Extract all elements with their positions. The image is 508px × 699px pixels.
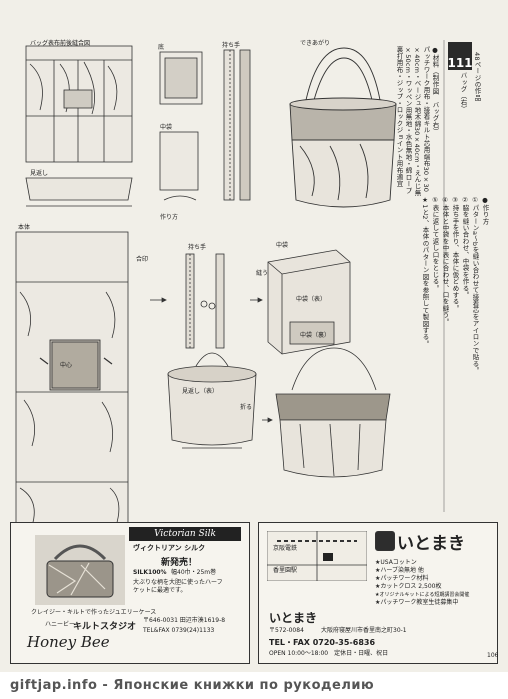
itomaki-list-5: ★オリジナルキットによる短期講習会開催 xyxy=(375,592,470,598)
handle-label: 持ち手 xyxy=(222,42,241,49)
page-number: 106 xyxy=(487,652,499,659)
facing-label: 見返し xyxy=(30,170,49,177)
itomaki-addr: 大阪府寝屋川市香里南之町30-1 xyxy=(321,627,407,634)
stitch-label: 縫う xyxy=(256,270,269,277)
header-item-name: バッグ（右） xyxy=(459,72,467,113)
method-line-2: ①パターンa〜bを縫い合わせて接着芯をアイロンで貼る。 xyxy=(471,196,479,374)
victorian-brand: Victorian Silk xyxy=(129,527,241,541)
materials-line-3: ×40cm・ベージュ地木綿30×40cm・えんじ無地 xyxy=(413,46,421,196)
jewelry-case-photo xyxy=(35,535,125,605)
itomaki-list-2: ★ハーブ染無地 他 xyxy=(375,567,424,574)
itomaki-ad: 京阪電鉄 香里園駅 いとまき ★USAコットン ★ハーブ染無地 他 ★パッチワー… xyxy=(258,522,498,664)
bag-layout-label: バッグ表布前後縫合図 xyxy=(30,40,91,47)
victorian-caption: クレイジー・キルトで作ったジュエリーケース xyxy=(31,609,157,616)
itomaki-zip: 〒572-0084 xyxy=(269,627,304,634)
project-number-badge: 111 xyxy=(447,42,473,70)
itomaki-hours: OPEN 10:00〜18:00 定休日・日曜、祝日 xyxy=(269,650,389,657)
lining-a-label: 中袋（表） xyxy=(296,296,327,303)
itomaki-list-1: ★USAコットン xyxy=(375,559,417,566)
fold-label: 折る xyxy=(240,404,253,411)
how-to-label: 作り方 xyxy=(160,214,179,221)
victorian-silk-ad: Victorian Silk ヴィクトリアン シルク 新発売！ SILK100%… xyxy=(10,522,250,664)
itomaki-logo-text: いとまき xyxy=(397,534,465,554)
handle-small-label: 持ち手 xyxy=(188,244,207,251)
honey-bee-logo: Honey Bee xyxy=(27,633,110,651)
victorian-desc4: ケットに最適です。 xyxy=(133,587,187,594)
materials-line-4: ×50cm・ワッペン用無地・水色無地・綿ロープ xyxy=(404,46,412,194)
shop-map xyxy=(267,531,367,581)
lining-b-label: 中袋（裏） xyxy=(300,332,331,339)
victorian-shop-name: キルトスタジオ xyxy=(73,622,137,632)
victorian-desc1: SILK100% xyxy=(133,569,167,576)
map-railway-label: 京阪電鉄 xyxy=(273,545,298,552)
header-subtitle: 48ページの作品 xyxy=(473,52,481,101)
map-station-label: 香里園駅 xyxy=(273,567,298,574)
center-label: 中心 xyxy=(60,362,73,369)
itomaki-tel: TEL・FAX 0720-35-6836 xyxy=(269,638,376,647)
method-line-4: ③持ち手を作り、本体に仮どめする。 xyxy=(451,196,459,312)
front-facing-label: 見返し（表） xyxy=(182,388,219,395)
method-line-1: ●作り方 xyxy=(481,196,489,225)
itomaki-list-6: ★パッチワーク教室生徒募集中 xyxy=(375,599,459,606)
watermark-bar: giftjap.info - Японские книжки по рукоде… xyxy=(0,672,508,699)
method-line-3: ②脇を縫い合わせ、中袋を作る。 xyxy=(461,196,469,298)
method-line-5: ④本体と中袋を中表に合わせ、口を縫う。 xyxy=(441,196,449,325)
itomaki-logo-mark xyxy=(375,531,395,551)
victorian-new: 新発売！ xyxy=(161,558,198,568)
itomaki-list-3: ★パッチワーク材料 xyxy=(375,575,429,582)
main-body-diagram xyxy=(15,231,129,533)
process-steps-diagram xyxy=(167,249,391,478)
method-line-6: ⑤表に返して返し口をとじる。 xyxy=(431,196,439,292)
itomaki-shop-name: いとまき xyxy=(269,611,318,625)
cut-pieces-label: 合印 xyxy=(136,256,149,263)
victorian-desc2: 幅40巾・25m巻 xyxy=(171,569,217,576)
materials-line-2: パッチワーク用布・接着キルト芯用端布30×30 xyxy=(422,46,430,193)
lining-label: 中袋 xyxy=(160,124,173,131)
handle-strip-diagram xyxy=(223,49,251,201)
victorian-addr: 〒646-0031 田辺市湊1619-8 xyxy=(143,617,226,624)
victorian-shop-label: ハニービー xyxy=(45,621,76,628)
bag-layout-diagram xyxy=(25,45,133,207)
itomaki-list-4: ★カットクロス 2,500枚 xyxy=(375,583,442,590)
bottom-label: 底 xyxy=(158,44,165,51)
materials-line-5: 裏打用布・ジップ・ロックジョイント用布適宜 xyxy=(395,46,403,187)
victorian-tel: TEL&FAX 0739(24)1133 xyxy=(143,627,215,634)
main-body-label: 本体 xyxy=(18,224,31,231)
bottom-piece-diagram xyxy=(159,51,203,201)
materials-line-1: ●材料（制作図 バッグ右） xyxy=(431,46,439,135)
finished-bag-diagram xyxy=(289,47,397,208)
victorian-desc3: 大ぶりな柄を大胆に使ったハーフ xyxy=(133,579,223,586)
victorian-jp-name: ヴィクトリアン シルク xyxy=(133,544,206,552)
lining-small-label: 中袋 xyxy=(276,242,289,249)
step-arrows xyxy=(150,297,273,423)
method-line-7: ★1と2、本体のパターン図を参照して製図する。 xyxy=(421,196,429,347)
project-number: 111 xyxy=(447,56,473,70)
finished-label: できあがり xyxy=(300,40,331,47)
